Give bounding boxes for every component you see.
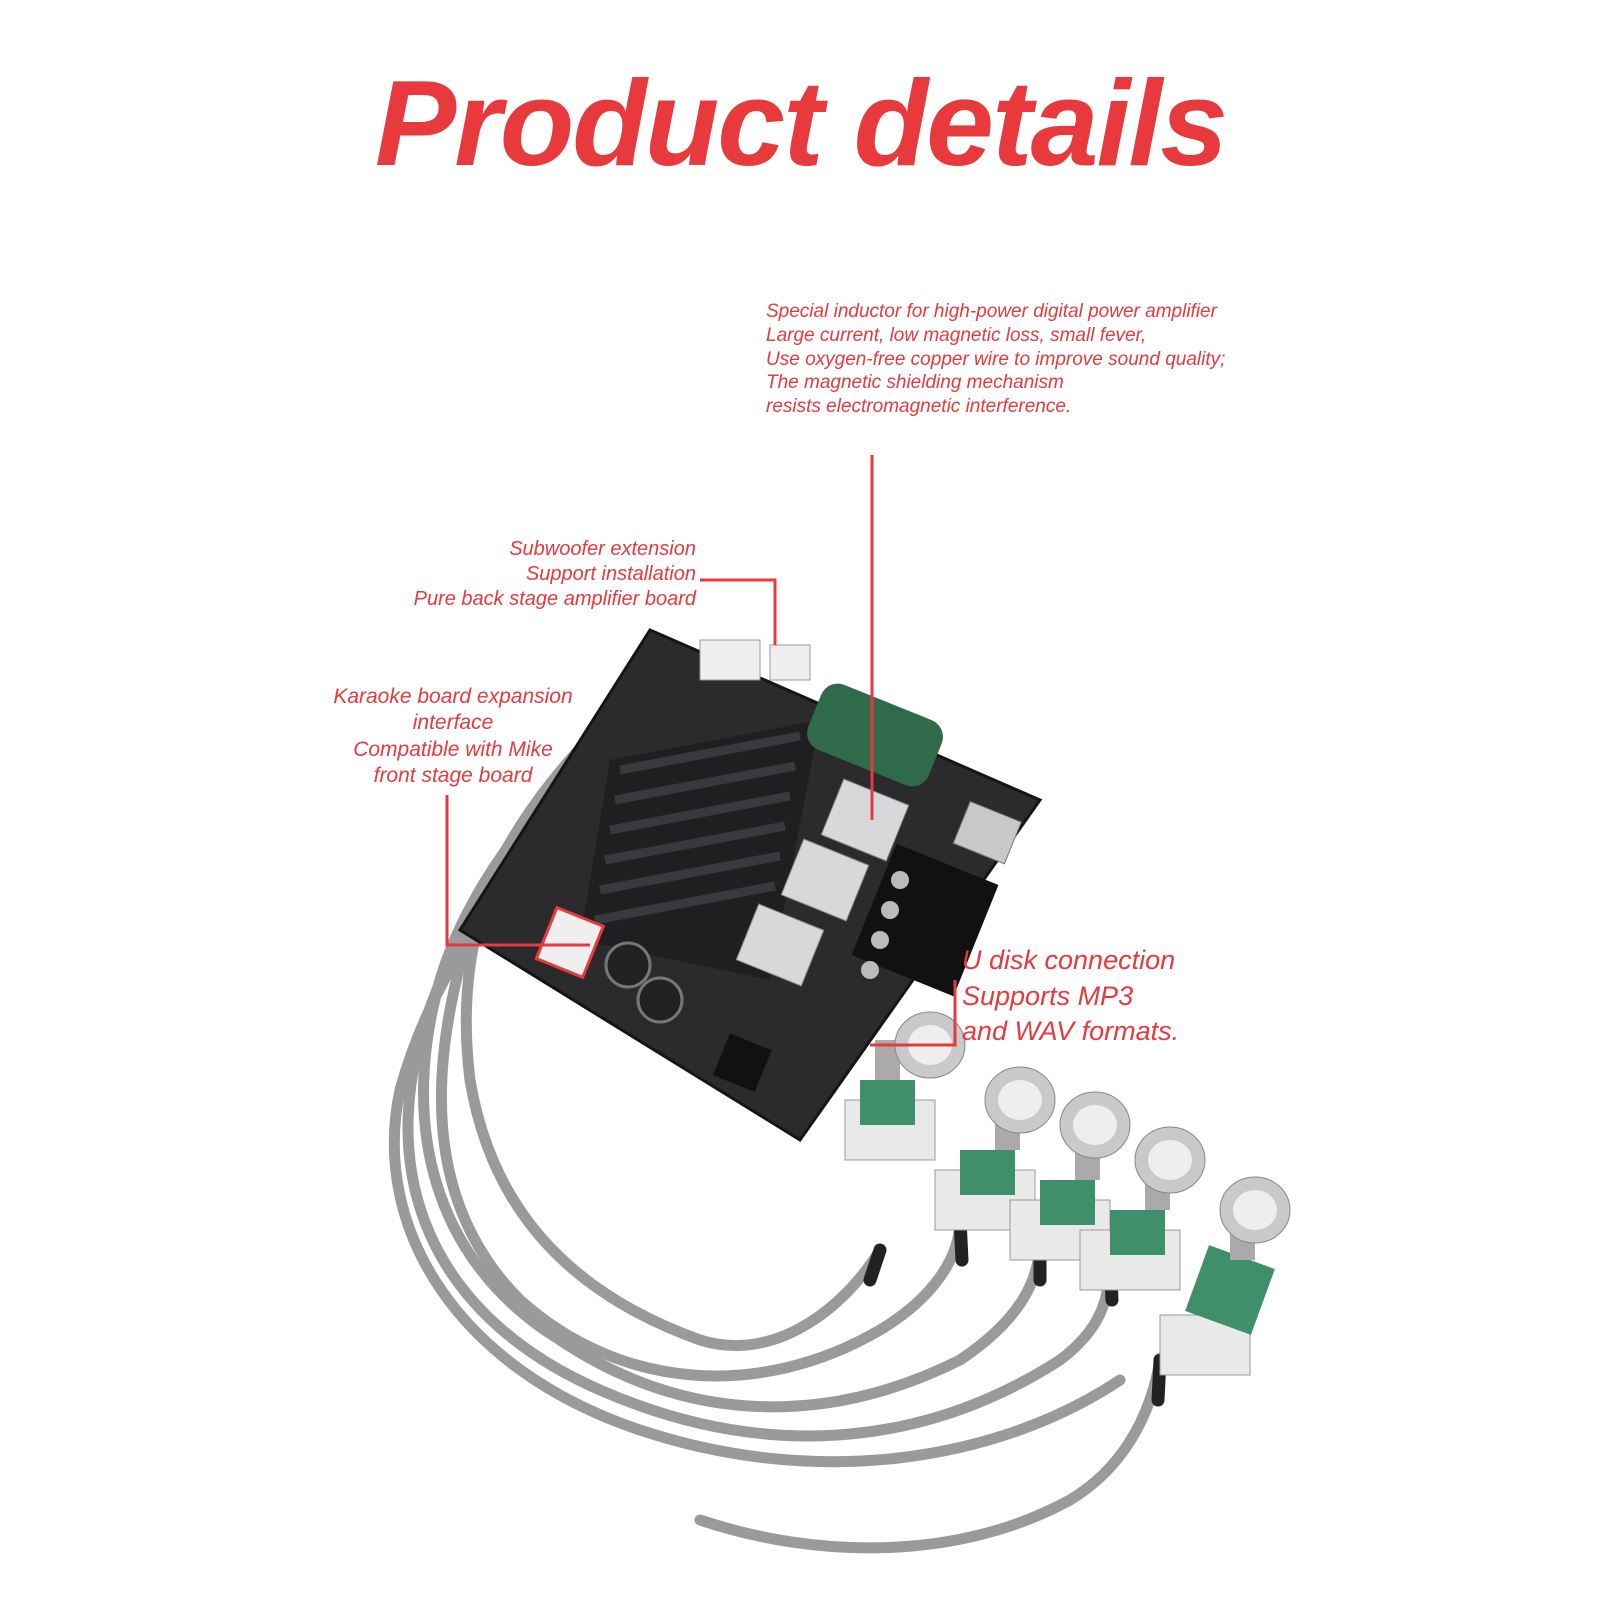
amplifier-board	[457, 628, 1043, 1143]
inductor-annotation: Special inductor for high-power digital …	[766, 300, 1225, 419]
annotation-line: interface	[412, 711, 494, 735]
cable-bundle	[388, 684, 1166, 1554]
karaoke-connector	[534, 905, 606, 980]
annotation-line: Special inductor for high-power digital …	[766, 301, 1217, 322]
inductor	[735, 683, 943, 987]
karaoke-annotation: Karaoke board expansion interface Compat…	[318, 684, 588, 789]
potentiometer-boards	[844, 1011, 1291, 1376]
annotation-line: Support installation	[525, 563, 696, 585]
annotation-line: front stage board	[373, 763, 533, 787]
annotation-line: Compatible with Mike	[353, 737, 553, 761]
annotation-line: Karaoke board expansion	[333, 685, 573, 708]
annotation-line: The magnetic shielding mechanism	[766, 372, 1064, 394]
subwoofer-connector	[699, 639, 761, 681]
annotation-line: U disk connection	[962, 945, 1176, 975]
udisk-annotation: U disk connection Supports MP3 and WAV f…	[962, 943, 1179, 1050]
annotation-line: Supports MP3	[962, 980, 1134, 1011]
annotation-line: and WAV formats.	[962, 1016, 1180, 1047]
annotation-line: resists electromagnetic interference.	[766, 396, 1072, 417]
usb-port	[952, 800, 1022, 865]
callout-lines	[445, 455, 957, 1047]
annotation-line: Subwoofer extension	[509, 538, 696, 560]
annotation-line: Pure back stage amplifier board	[413, 588, 696, 610]
annotation-line: Use oxygen-free copper wire to improve s…	[766, 348, 1226, 370]
subwoofer-annotation: Subwoofer extension Support installation…	[380, 537, 696, 612]
page-title: Product details	[374, 55, 1228, 191]
annotation-line: Large current, low magnetic loss, small …	[766, 324, 1147, 346]
speaker-terminals	[851, 843, 999, 997]
